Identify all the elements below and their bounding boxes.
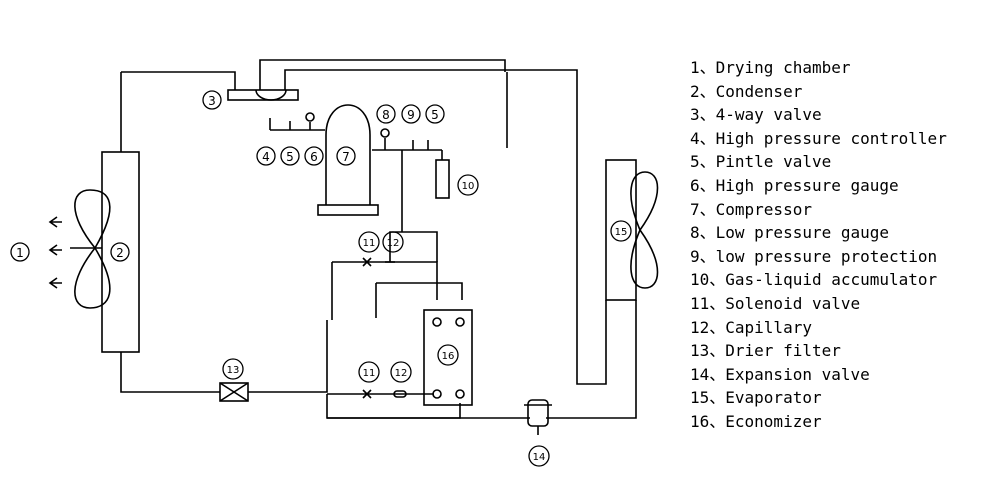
compressor-body [325, 104, 371, 205]
legend-item: 1、Drying chamber [690, 58, 851, 77]
legend-item: 12、Capillary [690, 317, 812, 337]
pipe-economizer-top [376, 282, 463, 300]
marker-14: 14 [528, 445, 550, 467]
pipe-top-loop [259, 59, 506, 90]
economizer-port-bottom-left [432, 389, 442, 399]
marker-5b-label: 5 [431, 108, 439, 122]
airflow-arrow-1 [48, 216, 62, 228]
pipe-to-evaporator [510, 69, 607, 385]
legend-item: 15、Evaporator [690, 388, 822, 408]
marker-2-label: 2 [116, 246, 124, 260]
legend-item: 10、Gas-liquid accumulator [690, 270, 938, 290]
marker-5a: 5 [280, 146, 300, 166]
marker-9: 9 [401, 104, 421, 124]
airflow-arrow-2 [48, 244, 62, 256]
economizer-port-top-right [455, 317, 465, 327]
pipe-filter-out [248, 320, 328, 393]
marker-13-label: 13 [227, 365, 240, 376]
condenser-coil [101, 151, 140, 353]
legend-item: 6、High pressure gauge [690, 175, 899, 195]
marker-11a: 11 [358, 231, 380, 253]
airflow-arrow-3 [48, 277, 62, 289]
marker-6-label: 6 [310, 150, 318, 164]
legend-item: 14、Expansion valve [690, 364, 870, 384]
marker-16: 16 [437, 344, 459, 366]
marker-11b: 11 [358, 361, 380, 383]
marker-2: 2 [110, 242, 130, 262]
marker-16-label: 16 [442, 351, 455, 362]
marker-7: 7 [336, 146, 356, 166]
drier-filter [219, 382, 249, 402]
economizer-body [423, 309, 473, 406]
marker-3: 3 [202, 90, 222, 110]
marker-4: 4 [256, 146, 276, 166]
legend-item: 2、Condenser [690, 81, 803, 101]
legend-item: 16、Economizer [690, 411, 822, 431]
evaporator-fan-blade-upper [630, 171, 659, 232]
solenoid-valve-upper [362, 257, 372, 267]
marker-12a: 12 [382, 231, 404, 253]
marker-12a-label: 12 [387, 238, 400, 249]
marker-4-label: 4 [262, 150, 270, 164]
pipe-evaporator-bottom [546, 300, 637, 419]
marker-15: 15 [610, 220, 632, 242]
condenser-fan-blade-lower [74, 246, 111, 309]
markers: 1 2 3 4 5 6 7 8 9 5 10 11 12 11 12 13 14… [10, 90, 632, 467]
marker-12b-label: 12 [395, 368, 408, 379]
low-pressure-gauge-head [380, 128, 390, 138]
evaporator-coil [605, 159, 637, 301]
condenser-fan-blade-upper [74, 189, 111, 250]
pipe-top-left [121, 71, 236, 90]
marker-13: 13 [222, 358, 244, 380]
solenoid-valve-lower [362, 389, 372, 399]
marker-5b: 5 [425, 104, 445, 124]
four-way-valve-cup [255, 89, 287, 101]
legend-item: 4、High pressure controller [690, 128, 947, 148]
high-pressure-gauge-head [305, 112, 315, 122]
legend-item: 7、Compressor [690, 199, 812, 219]
marker-1-label: 1 [16, 246, 24, 260]
gas-liquid-accumulator [435, 159, 450, 199]
marker-7-label: 7 [342, 150, 350, 164]
legend-item: 8、Low pressure gauge [690, 223, 890, 243]
evaporator-fan-blade-lower [630, 228, 659, 289]
legend-item: 9、low pressure protection [690, 246, 938, 266]
pipe-top-loop-outer [284, 69, 510, 90]
marker-11a-label: 11 [363, 238, 376, 249]
expansion-valve-body [527, 399, 549, 427]
marker-10-label: 10 [462, 181, 475, 192]
marker-11b-label: 11 [363, 368, 376, 379]
pipe-solenoid-row [332, 261, 438, 300]
marker-15-label: 15 [615, 227, 628, 238]
marker-14-label: 14 [533, 452, 546, 463]
legend-item: 5、Pintle valve [690, 152, 832, 172]
marker-10: 10 [457, 174, 479, 196]
four-way-valve [227, 89, 299, 101]
legend-item: 11、Solenoid valve [690, 293, 861, 313]
economizer-port-bottom-right [455, 389, 465, 399]
marker-1: 1 [10, 242, 30, 262]
compressor-base [317, 204, 379, 216]
legend-item: 3、4-way valve [690, 105, 822, 125]
marker-12b: 12 [390, 361, 412, 383]
legend-item: 13、Drier filter [690, 341, 841, 361]
marker-6: 6 [304, 146, 324, 166]
marker-8: 8 [376, 104, 396, 124]
marker-8-label: 8 [382, 108, 390, 122]
pipe-condenser-bottom [120, 352, 220, 393]
marker-9-label: 9 [407, 108, 415, 122]
marker-3-label: 3 [208, 94, 216, 108]
economizer-port-top-left [432, 317, 442, 327]
drier-filter-cross [219, 382, 249, 402]
capillary-lower [393, 390, 407, 398]
pipe-capillary-up [389, 231, 438, 262]
marker-5a-label: 5 [286, 150, 294, 164]
component-legend: 1、Drying chamber 2、Condenser 3、4-way val… [690, 56, 947, 434]
